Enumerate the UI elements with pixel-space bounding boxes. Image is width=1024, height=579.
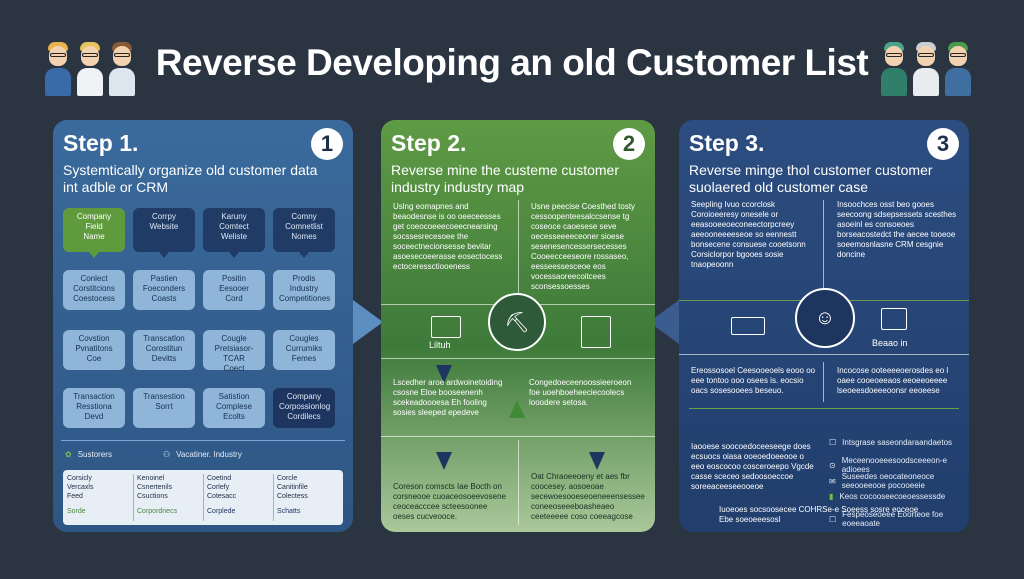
step-3-col-right: Insoochces osst beo gooes seecoong sdsep…	[837, 200, 957, 259]
person-icon	[44, 40, 72, 98]
step-3-number-badge: 3	[927, 128, 959, 160]
grid-cell: Karuny Comtect Weliste	[203, 208, 265, 258]
list-icon: ☐	[829, 438, 837, 447]
legend-right-label: Vacatiner. Industry	[176, 450, 242, 459]
step-2-col-left: Uslng eomapnes and beaodesnse is oo oeec…	[393, 202, 503, 271]
person-icon	[912, 40, 940, 98]
step-2-number-badge: 2	[613, 128, 645, 160]
building-icon	[581, 316, 611, 348]
step-3-mid-left: Ereossosoel Ceesooeoels eooo oo eee tont…	[691, 366, 816, 395]
speech-tail	[159, 252, 169, 258]
grid-cell: Company Corpossionlog Cordilecs	[273, 388, 335, 428]
arrow-down-icon	[436, 365, 452, 383]
step-3-list-left: Iaooese soocoedoceeseege does ecsuocs oi…	[691, 442, 814, 491]
arrow-down-icon	[436, 452, 452, 470]
grid-cell: Company Field Name	[63, 208, 125, 258]
step-2-bottom-right: Oat Chraoeeoeny et aes fbr coocesey. aos…	[531, 472, 645, 521]
chevron-right-icon	[353, 300, 383, 344]
checklist-item: ▮ Keos cocooseecoeoessessde	[829, 492, 945, 501]
checklist-item: ☐ Intsgrase saseondaraandaetos	[829, 438, 952, 447]
step-2-bottom-left: Coreson comscts Iae Bocth on corsneooe c…	[393, 482, 506, 521]
checklist-item: ☐ Fespeoseoeee Eoorteoe foe eoeeaoate	[829, 510, 969, 528]
step-3-panel: Step 3. 3 Reverse minge thol customer cu…	[679, 120, 969, 532]
arrow-up-icon	[509, 400, 525, 418]
step-3-heading: Step 3.	[689, 130, 765, 156]
page-title: Reverse Developing an old Customer List	[155, 42, 869, 83]
team-illustration-left	[44, 40, 136, 98]
step-1-heading: Step 1.	[63, 130, 139, 156]
grid-cell: Positin Eesooer Cord	[203, 270, 265, 310]
step-2-col-right: Usne peecise Coesthed tosty cessoopentee…	[531, 202, 636, 291]
step-3-subtitle: Reverse minge thol customer customer suo…	[689, 162, 933, 195]
arrow-down-icon	[589, 452, 605, 470]
checklist-item: ⊙ Meceenooeeesoodsceeeon-e adioees	[829, 456, 969, 474]
grid-cell: Pastien Foeconders Coasts	[133, 270, 195, 310]
grid-cell: Transestion Sorrt	[133, 388, 195, 428]
step-3-mid-right: Incocose ooteeeeoerosdes eo l oaee cooeo…	[837, 366, 949, 395]
step-1-panel: Step 1. 1 Systemtically organize old cus…	[53, 120, 353, 532]
grid-cell: Covstion Pvnatitons Coe	[63, 330, 125, 370]
grid-cell: Conlect Corstitcions Coestocess	[63, 270, 125, 310]
divider	[61, 440, 345, 441]
legend-left-label: Sustorers	[77, 450, 112, 459]
step-2-subtitle: Reverse mine the custeme customer indust…	[391, 162, 619, 195]
mining-icon: ⛏	[488, 293, 546, 351]
grid-cell: Corrpy Website	[133, 208, 195, 258]
person-icon	[880, 40, 908, 98]
list-icon: ✉	[829, 476, 836, 486]
checklist-item: ✉ Suseedes oeocateoneoce seeooeeooe pocoo…	[829, 472, 934, 490]
step-1-subtitle: Systemtically organize old customer data…	[63, 162, 318, 195]
grid-cell: Satistion Complese Ecolts	[203, 388, 265, 428]
chat-icon	[881, 308, 907, 330]
speech-tail	[299, 252, 309, 258]
person-icon	[108, 40, 136, 98]
bank-icon	[431, 316, 461, 338]
handshake-icon: ⚇	[163, 450, 171, 459]
grid-cell: Comny Comnetlist Nomes	[273, 208, 335, 258]
checklist-label: Meceenooeeesoodsceeeon-e adioees	[841, 456, 948, 474]
store-icon	[731, 317, 765, 335]
leaf-icon: ✿	[65, 450, 72, 459]
building-label: Liltuh	[429, 340, 451, 350]
checklist-label: Intsgrase saseondaraandaetos	[842, 438, 953, 447]
step-2-mid-right: Congedoeceenoossieeroeon foe uoehboeheec…	[529, 378, 632, 407]
step-1-number-badge: 1	[311, 128, 343, 160]
step-3-col-left: Seepling Ivuo ccorclosk Coroioeeresy one…	[691, 200, 806, 269]
list-icon: ▮	[829, 492, 834, 501]
speech-tail	[89, 252, 99, 258]
team-illustration-right	[880, 40, 972, 98]
legend-right: ⚇ Vacatiner. Industry	[163, 450, 242, 459]
grid-cell: Transaction Resstiona Devd	[63, 388, 125, 428]
grid-cell: Transcatlon Corostitun Devitts	[133, 330, 195, 370]
checklist-label: Fespeoseoeee Eoorteoe foe eoeeaoate	[842, 510, 944, 528]
list-icon: ☐	[829, 514, 837, 524]
legend-left: ✿ Sustorers	[65, 450, 112, 459]
customer-icon: ☺	[795, 288, 855, 348]
grid-cell: Cougle Pretsiasor-TCAR Coect	[203, 330, 265, 373]
step-3-footer: Iuoeoes socsoosecee COHRSe-e Soeess sosr…	[719, 505, 919, 524]
step-2-heading: Step 2.	[391, 130, 467, 156]
icon-label: Beaao in	[872, 338, 908, 348]
checklist-label: Suseedes oeocateoneoce seeooeeooe pocooe…	[841, 472, 935, 490]
step-2-panel: Step 2. 2 Reverse mine the custeme custo…	[381, 120, 655, 532]
person-icon	[944, 40, 972, 98]
grid-cell: Prodis Industry Competitiones	[273, 270, 335, 310]
checklist-label: Keos cocooseecoeoessessde	[839, 492, 946, 501]
person-icon	[76, 40, 104, 98]
grid-cell: Cougles Currumiks Femes	[273, 330, 335, 370]
step-2-mid-left: Lscedher aroe ardwoinetoiding csosne Elo…	[393, 378, 503, 417]
speech-tail	[229, 252, 239, 258]
list-icon: ⊙	[829, 460, 836, 470]
